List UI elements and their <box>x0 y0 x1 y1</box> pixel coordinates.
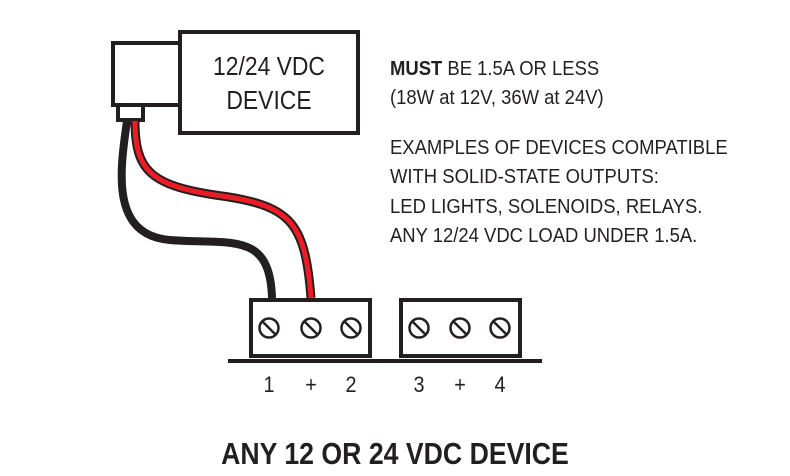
screw-slot <box>452 320 468 336</box>
terminal-screw-3 <box>340 317 362 339</box>
current-limit-note: MUST BE 1.5A OR LESS <box>390 56 599 82</box>
screw-slot <box>343 320 359 336</box>
screw-slot <box>261 320 277 336</box>
black-wire <box>117 120 276 299</box>
connector-plug <box>116 103 145 122</box>
must-emphasis: MUST <box>390 57 443 80</box>
terminal-label-plus-b: + <box>454 372 466 397</box>
terminal-label-1: 1 <box>263 372 275 397</box>
terminal-screws <box>258 317 511 339</box>
device-label-line1: 12/24 VDC <box>213 51 325 81</box>
terminal-label-2: 2 <box>345 372 357 397</box>
screw-slot <box>411 320 427 336</box>
red-wire <box>132 120 314 299</box>
diagram-title: ANY 12 OR 24 VDC DEVICE <box>221 436 569 471</box>
examples-line-4: ANY 12/24 VDC LOAD UNDER 1.5A. <box>390 224 698 247</box>
examples-line-2: WITH SOLID-STATE OUTPUTS: <box>390 165 659 188</box>
device-box <box>178 30 360 135</box>
terminal-screw-4 <box>408 317 430 339</box>
terminal-label-3: 3 <box>413 372 425 397</box>
connector-housing <box>111 41 182 107</box>
screw-slot <box>492 320 508 336</box>
terminal-screw-6 <box>489 317 511 339</box>
terminal-screw-5 <box>449 317 471 339</box>
device-label-line2: DEVICE <box>226 85 312 115</box>
terminal-label-plus-a: + <box>305 372 317 397</box>
examples-line-1: EXAMPLES OF DEVICES COMPATIBLE <box>390 136 728 159</box>
power-note: (18W at 12V, 36W at 24V) <box>390 86 604 109</box>
red-wire-outline <box>130 120 316 299</box>
examples-line-3: LED LIGHTS, SOLENOIDS, RELAYS. <box>390 195 703 218</box>
current-limit-text: BE 1.5A OR LESS <box>442 57 600 80</box>
terminal-screw-2 <box>300 317 322 339</box>
screw-slot <box>303 320 319 336</box>
terminal-screw-1 <box>258 317 280 339</box>
terminal-label-4: 4 <box>494 372 506 397</box>
